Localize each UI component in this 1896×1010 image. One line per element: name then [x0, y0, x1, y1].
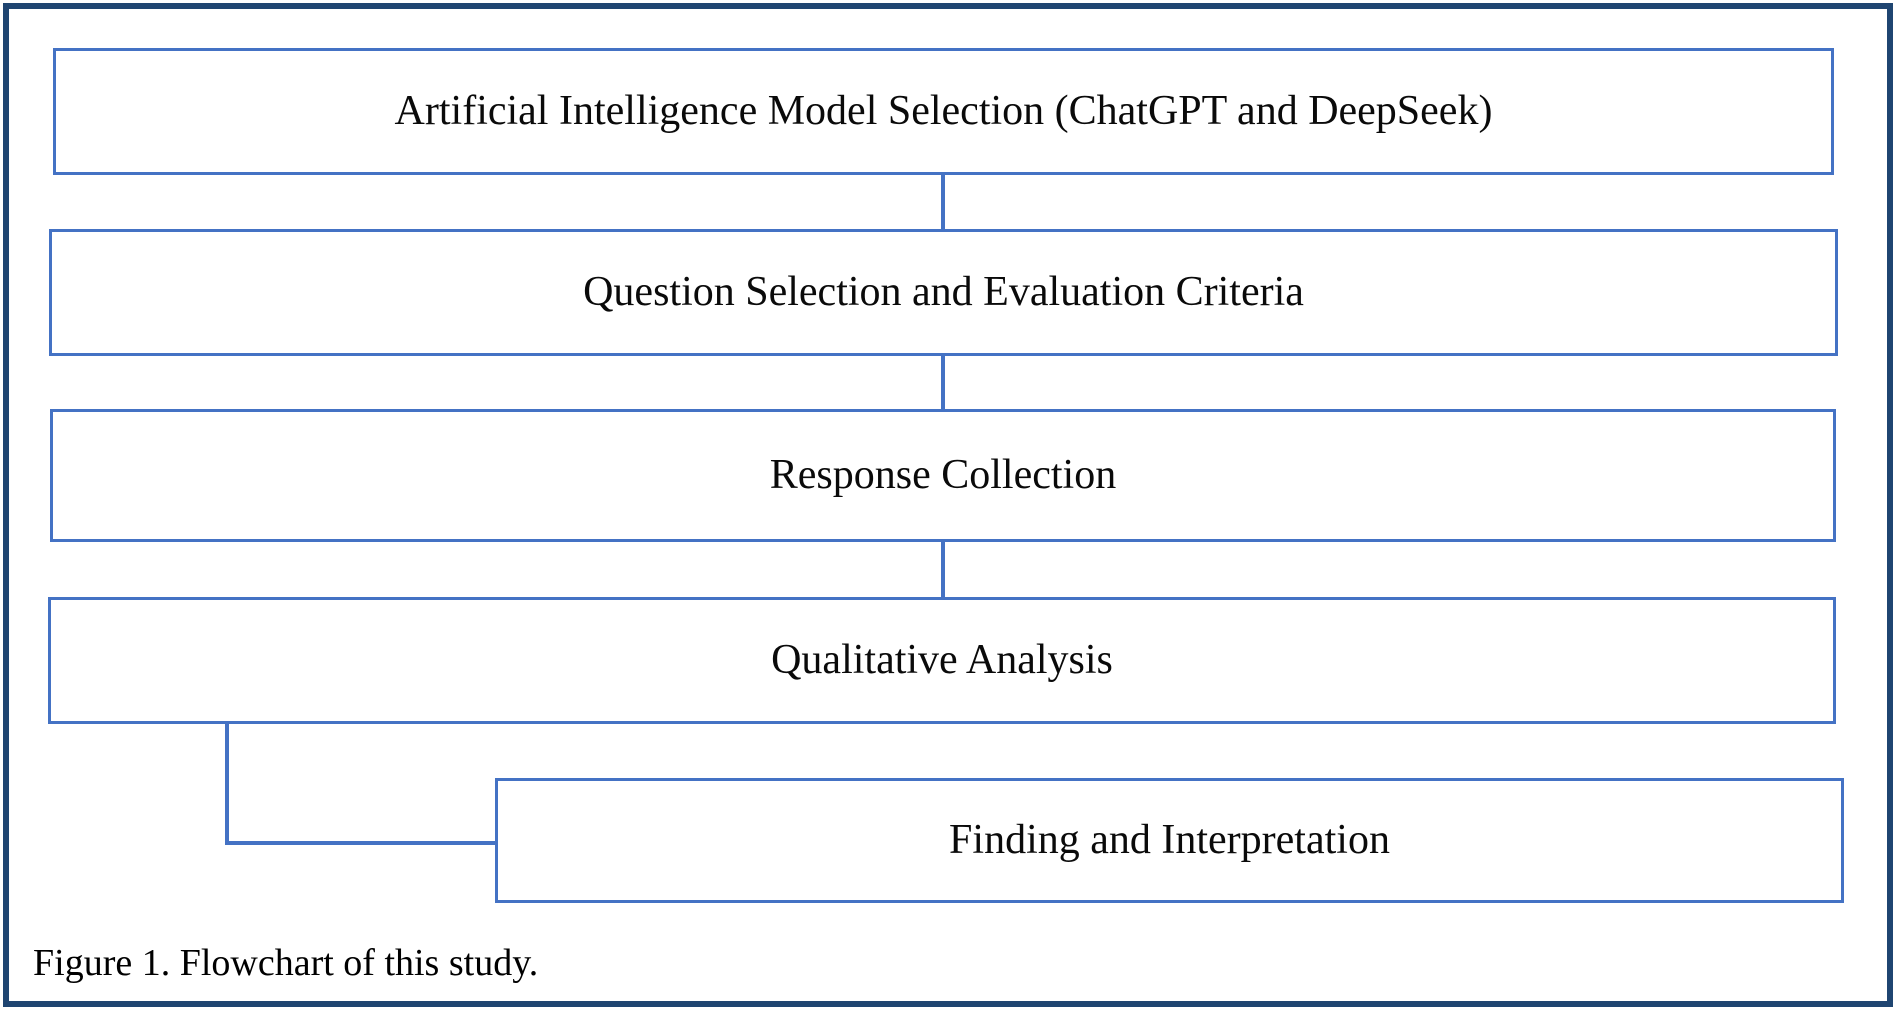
connector-model-to-question — [941, 175, 945, 229]
flow-node-label: Artificial Intelligence Model Selection … — [394, 88, 1493, 135]
flow-node-label: Finding and Interpretation — [949, 817, 1390, 864]
flow-node-label: Response Collection — [769, 452, 1117, 499]
flow-node-model-selection: Artificial Intelligence Model Selection … — [53, 48, 1834, 175]
flow-node-response-collection: Response Collection — [50, 409, 1836, 542]
flow-node-qualitative-analysis: Qualitative Analysis — [48, 597, 1836, 724]
connector-response-to-qualitative — [941, 542, 945, 597]
figure-caption: Figure 1. Flowchart of this study. — [33, 942, 539, 984]
connector-qualitative-to-finding-vertical — [225, 724, 229, 845]
connector-question-to-response — [941, 356, 945, 409]
outer-frame-border — [3, 3, 1893, 1007]
connector-qualitative-to-finding-horizontal — [225, 841, 497, 845]
flow-node-label: Qualitative Analysis — [771, 637, 1113, 684]
flow-node-label: Question Selection and Evaluation Criter… — [583, 269, 1304, 316]
flow-node-question-selection: Question Selection and Evaluation Criter… — [49, 229, 1838, 356]
flow-node-finding-interpretation: Finding and Interpretation — [495, 778, 1844, 903]
